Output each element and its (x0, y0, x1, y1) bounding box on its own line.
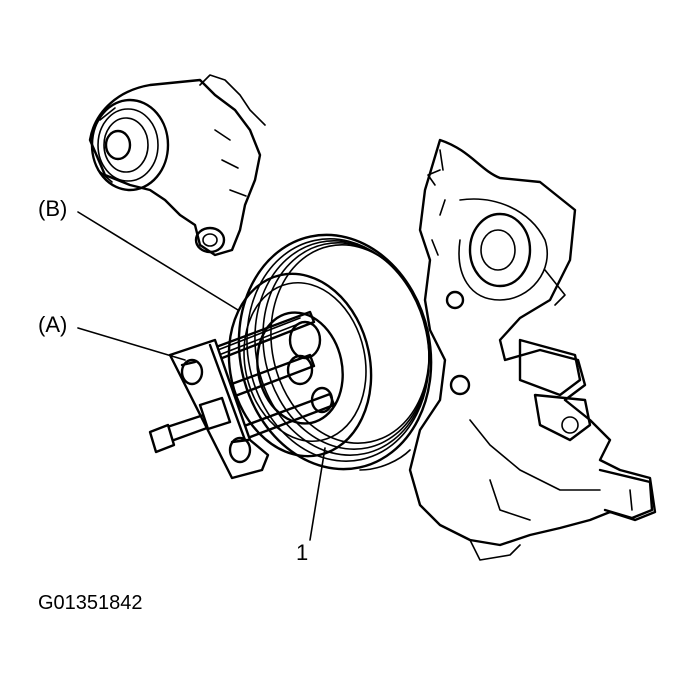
upper-bracket (88, 74, 266, 257)
puller-tool (148, 310, 336, 480)
figure-code: G01351842 (38, 592, 143, 614)
callout-a-label: (A) (38, 312, 68, 337)
callout-1-label: 1 (296, 540, 309, 565)
callout-b-label: (B) (38, 196, 68, 221)
engine-front-cover (408, 138, 657, 561)
leader-lines (77, 211, 326, 541)
alternator-pulley (90, 98, 170, 192)
